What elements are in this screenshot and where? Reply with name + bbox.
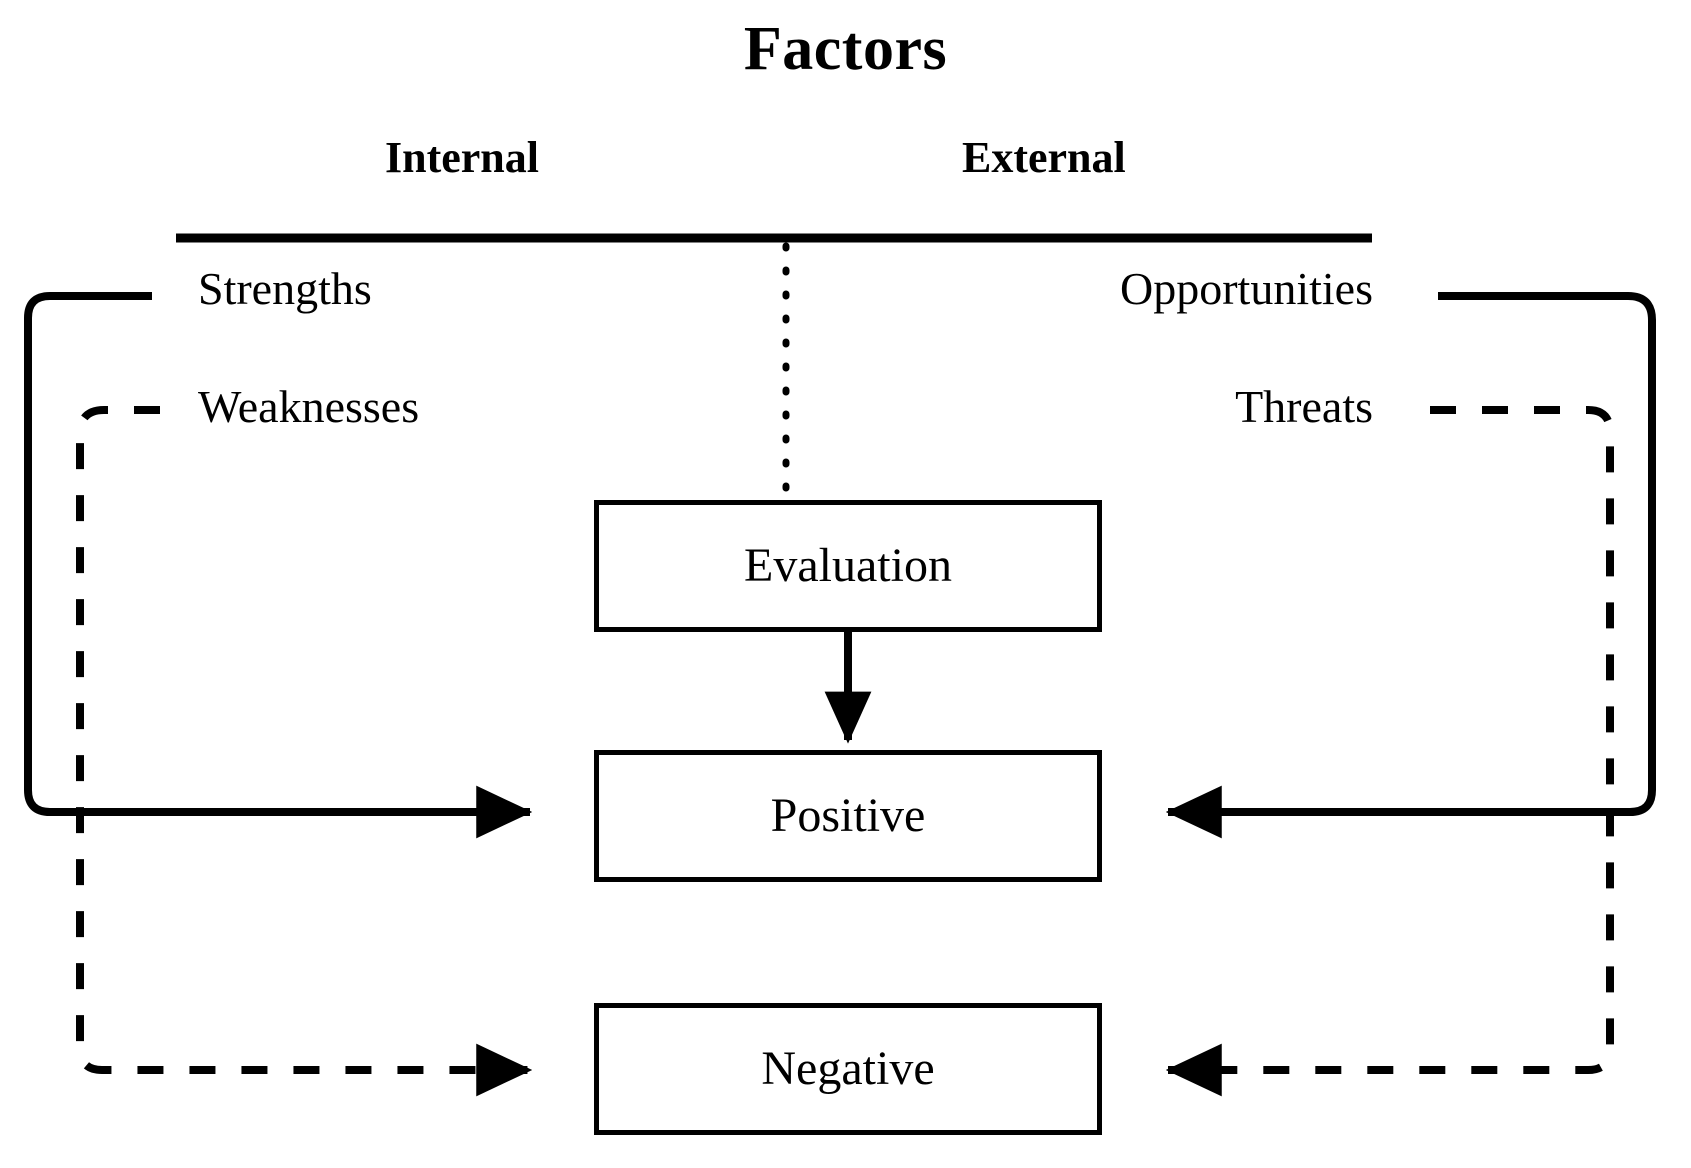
- factor-label-weaknesses: Weaknesses: [198, 381, 420, 432]
- connector-threats-to-negative: [1165, 406, 1614, 1097]
- connector-strengths-to-positive: [24, 292, 533, 839]
- node-label-negative: Negative: [761, 1042, 935, 1095]
- factor-label-opportunities: Opportunities: [1120, 263, 1373, 314]
- connector-weaknesses-to-negative: [76, 406, 533, 1097]
- node-label-positive: Positive: [770, 789, 926, 842]
- node-label-evaluation: Evaluation: [744, 539, 952, 592]
- column-header-internal: Internal: [385, 133, 539, 182]
- connector-opportunities-to-positive: [1165, 292, 1656, 839]
- diagram-title: Factors: [743, 15, 948, 83]
- node-negative[interactable]: Negative: [594, 1003, 1102, 1135]
- node-evaluation[interactable]: Evaluation: [594, 500, 1102, 632]
- node-positive[interactable]: Positive: [594, 750, 1102, 882]
- column-header-external: External: [962, 133, 1126, 182]
- factor-label-threats: Threats: [1235, 381, 1373, 432]
- factor-label-strengths: Strengths: [198, 263, 372, 314]
